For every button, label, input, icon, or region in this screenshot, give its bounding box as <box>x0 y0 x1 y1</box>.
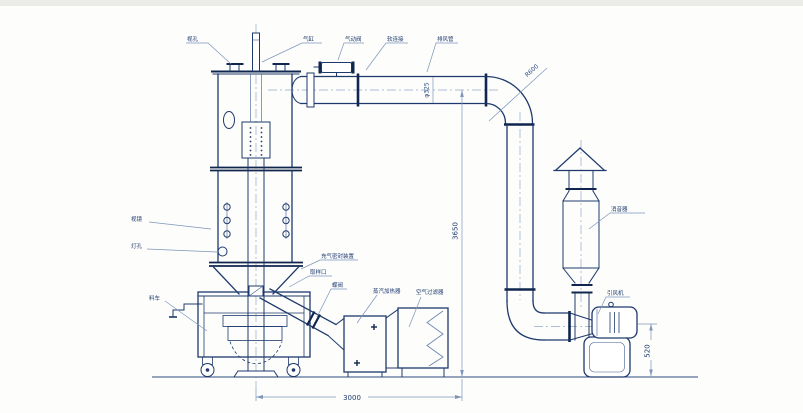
lower-elbow <box>506 300 545 341</box>
callout-material-cart-label: 料车 <box>149 294 161 302</box>
column-base <box>233 370 279 378</box>
fluid-bed-dryer-tower <box>209 32 303 378</box>
heater-coil-mark-2 <box>354 360 360 366</box>
callout-sight-glass-label: 视镜 <box>131 215 143 223</box>
callout-material-cart: 料车 <box>149 294 208 332</box>
filter-zigzag-element <box>426 310 444 367</box>
dim-overall-height: 3650 <box>452 90 464 377</box>
callout-air-filter: 空气过滤器 <box>408 288 444 328</box>
callouts: 视孔 气缸 气动阀 软连接 排风管 视镜 灯孔 料车 <box>131 35 645 332</box>
callout-sight-glass: 视镜 <box>131 215 212 230</box>
upper-elbow <box>485 75 535 126</box>
motor-eyebolt <box>608 301 614 308</box>
callout-inflatable-seal: 充气密封装置 <box>300 252 358 270</box>
discharge-cone <box>212 265 240 295</box>
callout-steam-heater: 蒸汽加热器 <box>356 287 401 324</box>
duct-flange-plate <box>306 72 315 108</box>
silencer-stack <box>553 147 607 294</box>
heater-coil-mark-1 <box>371 324 377 330</box>
inlet-air-duct <box>259 288 345 351</box>
dim-fan-axis-height: 520 <box>638 323 657 376</box>
callout-pneumatic-valve-label: 气动阀 <box>345 35 362 43</box>
stack-bottom-cone <box>562 267 576 284</box>
sight-glass-oval <box>223 111 235 129</box>
shell-clamps-right <box>282 202 290 239</box>
callout-air-filter-label: 空气过滤器 <box>416 288 444 296</box>
callout-butterfly-valve: 蝶阀 <box>316 281 347 318</box>
top-edge-strip <box>0 0 803 6</box>
tower-lower-flange <box>209 261 303 267</box>
caster-right <box>286 356 301 377</box>
dim-fan-axis-height-text: 520 <box>644 344 652 357</box>
fan-scroll-casing <box>583 336 631 378</box>
callout-lamp-port: 灯孔 <box>131 242 218 253</box>
bag-filter-housing <box>241 121 271 159</box>
down-pipe <box>504 124 536 302</box>
lift-cylinder-rod <box>252 32 260 72</box>
exhaust-fan <box>574 293 638 378</box>
callout-silencer-label: 消音器 <box>611 205 628 213</box>
butterfly-valve-flange-2 <box>311 313 321 330</box>
top-nozzle-right <box>272 63 290 72</box>
callout-flexible-joint-label: 软连接 <box>387 35 404 43</box>
callout-fan: 引风机 <box>597 289 630 315</box>
pneumatic-actuator <box>313 61 355 77</box>
callout-sampling-port-label: 取样口 <box>310 268 327 276</box>
butterfly-valve-flange-1 <box>306 310 316 327</box>
top-nozzle-left <box>226 63 244 72</box>
rain-cap <box>555 147 605 171</box>
air-filter-box <box>397 307 449 377</box>
callout-sight-port-label: 视孔 <box>187 35 199 43</box>
callout-exhaust-duct-label: 排风管 <box>437 35 454 43</box>
dim-floor-span-text: 3000 <box>343 394 361 402</box>
callout-pneumatic-valve: 气动阀 <box>337 35 364 61</box>
callout-inflatable-seal-label: 充气密封装置 <box>321 252 355 260</box>
callout-steam-heater-label: 蒸汽加热器 <box>373 287 401 295</box>
tower-upper-flange <box>210 166 302 172</box>
callout-flexible-joint: 软连接 <box>365 35 408 71</box>
dim-overall-height-text: 3650 <box>452 222 460 240</box>
duct-end-cap <box>291 75 302 105</box>
silencer-body <box>562 200 600 269</box>
caster-left <box>200 356 215 377</box>
callout-silencer: 消音器 <box>588 205 645 230</box>
discharge-pipe <box>172 303 203 318</box>
callout-sampling-port: 取样口 <box>288 268 332 288</box>
dim-duct-diameter: φ325 <box>424 82 431 98</box>
dim-floor-span: 3000 <box>255 379 463 402</box>
callout-butterfly-valve-label: 蝶阀 <box>332 281 343 289</box>
lamp-port-circle <box>217 246 228 257</box>
callout-fan-label: 引风机 <box>607 289 624 297</box>
steam-heater-box <box>343 308 399 377</box>
callout-sight-port: 视孔 <box>186 35 232 65</box>
callout-exhaust-duct: 排风管 <box>426 35 458 73</box>
callout-lamp-port-label: 灯孔 <box>131 242 143 250</box>
callout-lift-cylinder: 气缸 <box>261 35 322 63</box>
dimensions: 3000 3650 520 R600 φ325 <box>255 63 657 402</box>
shell-clamps-left <box>223 202 231 239</box>
callout-lift-cylinder-label: 气缸 <box>303 35 315 43</box>
dim-duct-diameter-text: φ325 <box>424 82 431 98</box>
